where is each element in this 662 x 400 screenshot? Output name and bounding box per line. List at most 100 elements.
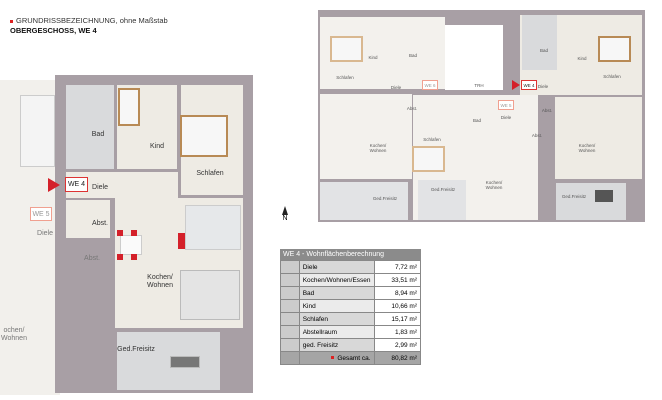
unit-badge-we4: WE 4 [521, 80, 537, 90]
bad-room [66, 85, 114, 169]
room-label: Bad [408, 53, 418, 58]
room-label-kind: Kind [149, 143, 165, 150]
single-bed [118, 88, 140, 126]
patio-table [595, 190, 613, 202]
room-label: Abst. [541, 108, 553, 113]
total-area: 80,82 m² [373, 351, 422, 365]
chair [131, 254, 137, 260]
room-label-neighbor-kochen: ochen/ Wohnen [1, 327, 27, 342]
room-label-bad: Bad [91, 131, 105, 138]
double-bed [412, 146, 445, 172]
kitchen [185, 205, 241, 250]
total-label: Gesamt ca. [337, 354, 371, 362]
we6-kitchen [320, 94, 412, 179]
unit-badge-we5: WE 5 [498, 100, 514, 110]
plan-caption: GRUNDRISSBEZEICHNUNG, ohne Maßstab [16, 16, 168, 25]
room-name: Bad [298, 286, 375, 300]
we4-bad [522, 15, 557, 70]
we6-freisitz [320, 182, 408, 220]
room-label: Diele [500, 115, 512, 120]
room-label: Kind [577, 56, 587, 61]
double-bed [598, 36, 631, 62]
row-marker [280, 325, 300, 339]
room-label: Schlafen [336, 75, 354, 80]
row-marker [280, 338, 300, 352]
room-name: ged. Freisitz [298, 338, 375, 352]
we4-freisitz [556, 183, 626, 220]
room-label: Bad [472, 118, 482, 123]
room-label: Ged.Freisitz [372, 196, 398, 201]
room-label: Kochen/ Wohnen [578, 143, 596, 153]
staircase [20, 95, 55, 167]
room-name: Schlafen [298, 312, 375, 326]
room-area: 7,72 m² [373, 260, 422, 274]
unit-badge-we4: WE 4 [65, 177, 88, 192]
room-label: Kind [368, 55, 378, 60]
room-label: Ged.Freisitz [430, 187, 456, 192]
total-row: Gesamt ca.80,82 m² [280, 351, 422, 365]
entrance-arrow-icon [512, 80, 520, 90]
freisitz-area [117, 332, 220, 390]
chair [131, 230, 137, 236]
bullet-icon [10, 19, 13, 23]
we5-freisitz [418, 180, 466, 220]
row-marker [280, 351, 300, 365]
floor-title: OBERGESCHOSS, WE 4 [10, 26, 97, 35]
room-label: Diele [390, 85, 402, 90]
room-name: Diele [298, 260, 375, 274]
room-label-diele: Diele [92, 184, 108, 191]
row-marker [280, 273, 300, 287]
room-area: 8,94 m² [373, 286, 422, 300]
room-label: Kochen/ Wohnen [485, 180, 503, 190]
room-label-neighbor-abst: Abst. [84, 255, 100, 262]
room-label: Kochen/ Wohnen [369, 143, 387, 153]
room-area: 2,99 m² [373, 338, 422, 352]
header: GRUNDRISSBEZEICHNUNG, ohne Maßstab OBERG… [10, 16, 168, 36]
unit-badge-we6: WE 6 [422, 80, 438, 90]
chair [117, 230, 123, 236]
room-label: Schlafen [603, 74, 621, 79]
we4-kitchen [555, 97, 642, 179]
room-label: Ged.Freisitz [561, 194, 587, 199]
north-arrow-icon [282, 206, 288, 215]
bullet-icon [331, 356, 335, 360]
room-area: 15,17 m² [373, 312, 422, 326]
bar-stool [178, 233, 185, 249]
sofa [180, 270, 240, 320]
chair [117, 254, 123, 260]
room-label: Schlafen [423, 137, 441, 142]
room-label-neighbor-diele: Diele [37, 230, 53, 237]
room-label-schlafen: Schlafen [196, 170, 224, 177]
room-area: 33,51 m² [373, 273, 422, 287]
area-table-title: WE 4 - Wohnflächenberechnung [280, 249, 421, 260]
room-name: Kochen/Wohnen/Essen [298, 273, 375, 287]
room-label-abst: Abst. [92, 220, 108, 227]
abst-room [66, 200, 110, 238]
room-label-freisitz: Ged.Freisitz [117, 346, 155, 353]
room-name: Kind [298, 299, 375, 313]
room-name: Abstellraum [298, 325, 375, 339]
stairwell-label: TRH [474, 83, 484, 88]
room-label: Abst. [406, 106, 418, 111]
room-label: Bad [539, 48, 549, 53]
dining-table [120, 235, 142, 255]
row-marker [280, 286, 300, 300]
north-indicator: N [280, 206, 290, 222]
row-marker [280, 299, 300, 313]
row-marker [280, 312, 300, 326]
double-bed [180, 115, 228, 157]
staircase [445, 25, 503, 90]
total-label-cell: Gesamt ca. [298, 351, 375, 365]
room-label: Diele [537, 84, 549, 89]
room-area: 1,83 m² [373, 325, 422, 339]
north-label: N [282, 215, 288, 222]
row-marker [280, 260, 300, 274]
